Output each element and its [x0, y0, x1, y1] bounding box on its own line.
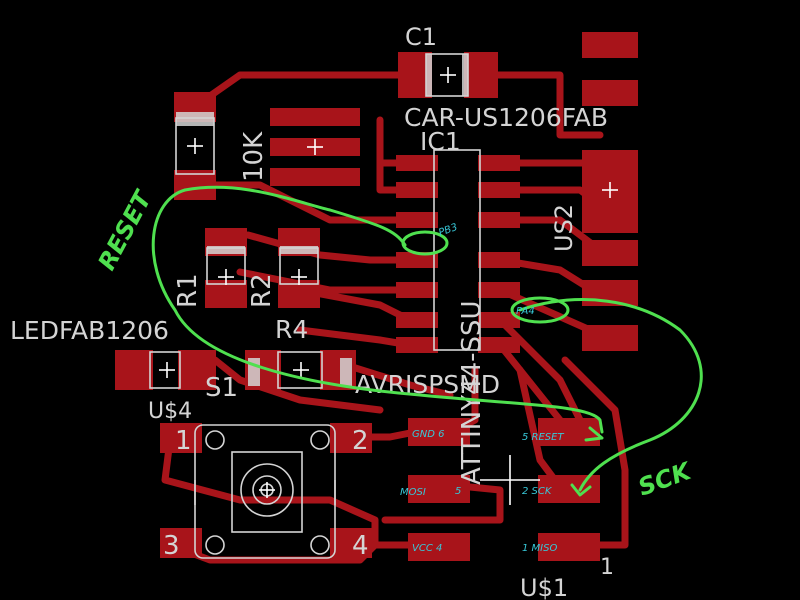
- label-10k: 10K: [239, 131, 269, 182]
- label-ic1-value: ATTINY44-SSU: [457, 300, 487, 485]
- pin-label-gnd: GND 6: [412, 429, 444, 440]
- pin-label-miso: 1 MISO: [522, 543, 557, 554]
- label-s1-pin2: 2: [352, 426, 369, 456]
- label-s1: S1: [205, 373, 238, 403]
- label-c1: C1: [405, 23, 437, 51]
- label-r4: R4: [275, 315, 308, 344]
- label-led-value: LEDFAB1206: [10, 316, 169, 345]
- annotation-reset: RESET: [93, 185, 158, 275]
- label-r2: R2: [247, 273, 277, 308]
- annotation-pa4: PA4: [516, 306, 535, 317]
- pin-label-reset: 5 RESET: [522, 432, 564, 443]
- pin-label-mosi-num: 5: [455, 486, 461, 497]
- header-pin-labels: GND 6 5 RESET MOSI 5 2 SCK VCC 4 1 MISO: [400, 429, 564, 554]
- label-us1-pin1: 1: [600, 555, 614, 580]
- label-s1-pin4: 4: [352, 531, 369, 561]
- label-us1: U$1: [520, 574, 568, 600]
- annotation-pb3: PB3: [437, 222, 459, 239]
- label-r1: R1: [173, 273, 203, 308]
- pin-label-sck: 2 SCK: [522, 486, 553, 497]
- silkscreen-labels: C1 CAR-US1206FAB IC1 ATTINY44-SSU 10K R1…: [10, 23, 614, 600]
- label-ic1: IC1: [420, 127, 461, 156]
- label-s1-pin1: 1: [175, 426, 192, 456]
- label-us4: U$4: [148, 399, 192, 424]
- green-annotation-strokes: [151, 185, 703, 497]
- pin-label-vcc: VCC 4: [412, 543, 442, 554]
- pin-label-mosi: MOSI: [400, 487, 426, 498]
- label-c1-value: CAR-US1206FAB: [404, 103, 608, 132]
- label-s1-pin3: 3: [163, 531, 180, 561]
- origin-crosses: [159, 67, 618, 505]
- annotation-sck: SCK: [634, 456, 696, 501]
- label-us2: US2: [550, 204, 578, 252]
- label-avrisp: AVRISPSMD: [355, 370, 500, 399]
